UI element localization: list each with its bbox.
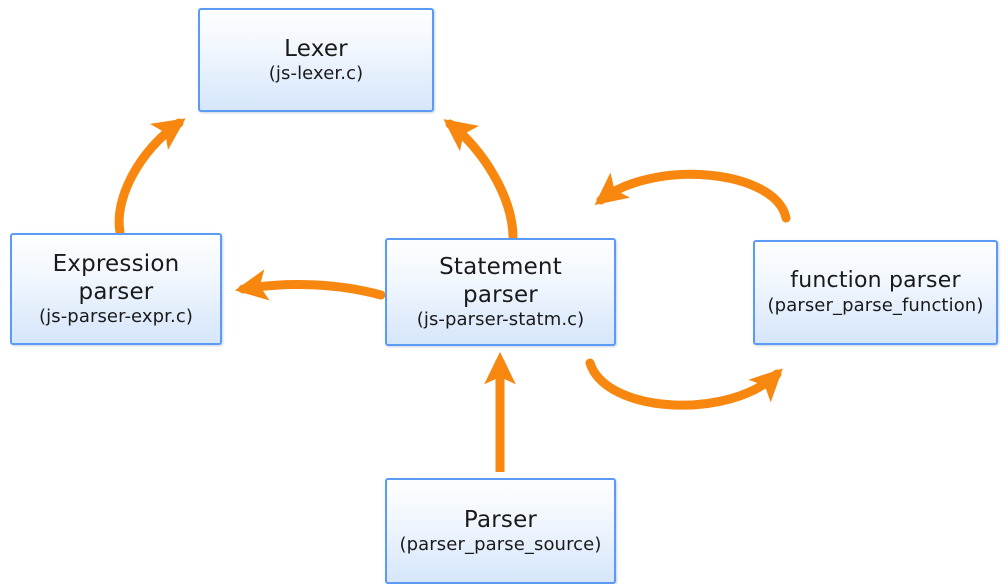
arrow-statement-to-function: [585, 358, 783, 410]
node-statement-parser-title: Statement: [439, 253, 562, 280]
node-function-parser[interactable]: function parser (parser_parse_function): [753, 240, 998, 345]
node-expression-parser-title: Expression: [52, 250, 180, 277]
node-parser-subtitle: (parser_parse_source): [399, 534, 602, 556]
node-function-parser-subtitle: (parser_parse_function): [767, 294, 984, 316]
arrow-statement-to-lexer: [443, 119, 518, 241]
node-statement-parser[interactable]: Statement parser (js-parser-statm.c): [385, 238, 616, 346]
node-expression-parser-subtitle: (js-parser-expr.c): [39, 306, 193, 328]
node-parser[interactable]: Parser (parser_parse_source): [385, 478, 616, 584]
node-lexer[interactable]: Lexer (js-lexer.c): [198, 8, 434, 112]
node-expression-parser[interactable]: Expression parser (js-parser-expr.c): [10, 233, 222, 345]
arrow-expression-to-lexer: [114, 118, 186, 237]
arrow-statement-to-expression: [234, 269, 386, 301]
node-parser-title: Parser: [463, 507, 538, 533]
arrow-function-to-statement: [594, 169, 791, 223]
node-lexer-title: Lexer: [284, 36, 348, 62]
node-expression-parser-title-line2: parser: [78, 279, 154, 306]
node-statement-parser-subtitle: (js-parser-statm.c): [416, 309, 585, 331]
node-lexer-subtitle: (js-lexer.c): [268, 63, 364, 85]
node-function-parser-title: function parser: [790, 268, 961, 294]
node-statement-parser-title-line2: parser: [463, 282, 538, 309]
